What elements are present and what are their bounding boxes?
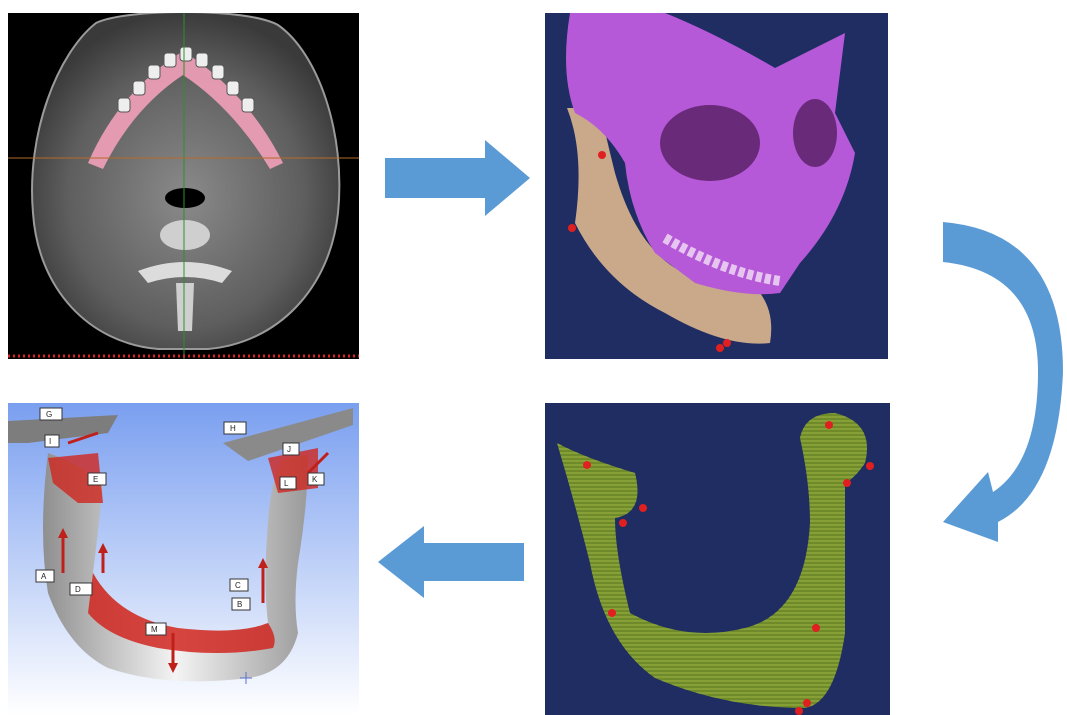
arrow-right-icon [385, 140, 530, 216]
fea-label-a: A [41, 572, 47, 581]
skull-model-panel [545, 13, 888, 359]
fea-label-m: M [151, 625, 158, 634]
fea-label-j: J [287, 445, 291, 454]
fea-label-h: H [230, 424, 236, 433]
arrow-curved-icon [938, 222, 1067, 562]
fea-label-i: I [49, 437, 51, 446]
fea-icon: G H E I J K L A D C B M [8, 403, 359, 715]
ct-slice-icon [8, 13, 359, 359]
fea-label-k: K [312, 475, 318, 484]
skull-3d-icon [545, 13, 888, 359]
fea-label-e: E [93, 475, 98, 484]
fea-label-c: C [235, 581, 241, 590]
mandible-mesh-panel [545, 403, 890, 715]
fea-model-panel: G H E I J K L A D C B M [8, 403, 359, 715]
fea-label-g: G [46, 410, 52, 419]
mesh-icon [545, 403, 890, 715]
fea-label-b: B [237, 600, 242, 609]
fea-label-l: L [284, 479, 289, 488]
ct-scan-panel [8, 13, 359, 359]
arrow-left-icon [378, 526, 524, 598]
fea-label-d: D [75, 585, 81, 594]
